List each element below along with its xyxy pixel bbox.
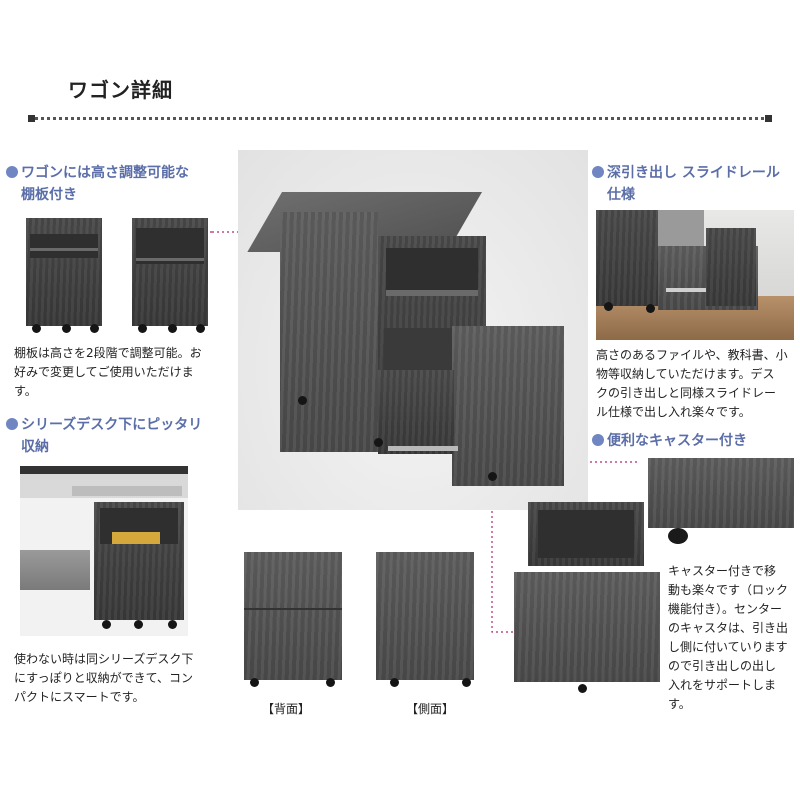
shelf-body: 棚板は高さを2段階で調整可能。お 好みで変更してご使用いただけま す。 [14,344,254,401]
caster-body: キャスター付きで移 動も楽々です（ロック 機能付き）。センター のキャスタは、引… [668,562,798,714]
bullet-icon [6,418,18,430]
shelf-heading: ワゴンには高さ調整可能な 棚板付き [6,162,236,206]
shelf-photo-low [22,214,106,334]
caster-wheel [374,438,383,447]
caster-wheel [134,620,143,629]
caster-wheel [90,324,99,333]
shelf-heading-line2: 棚板付き [21,187,77,203]
shelf-cavity [30,234,98,258]
fit-heading-line2: 収納 [21,439,49,455]
caster-body-line: 機能付き）。センター [668,602,783,616]
shelf-body-line: 好みで変更してご使用いただけま [14,365,194,379]
side-view-label: 【側面】 [406,702,455,716]
fit-body: 使わない時は同シリーズデスク下 にすっぽりと収納ができて、コン パクトにスマート… [14,650,254,707]
shelf-photo-high [128,214,212,334]
desk-side [20,550,90,590]
title-divider [28,115,772,122]
wagon-side-panel [376,552,474,680]
back-panel-seam [244,608,342,610]
caster-wheel [390,678,399,687]
desk-drawer [72,486,182,496]
wagon-shelf-board [386,290,478,296]
caster-heading: 便利なキャスター付き [592,430,798,452]
drawer-body: 高さのあるファイルや、教科書、小 物等収納していただけます。デス クの引き出しと… [596,346,800,422]
caster-wheel [298,396,307,405]
caster-wheel [326,678,335,687]
shelf-body-line: す。 [14,384,37,398]
caster-wheel [138,324,147,333]
bullet-icon [6,166,18,178]
caster-body-line: のキャスタは、引き出 [668,621,789,635]
page-title: ワゴン詳細 [68,78,173,102]
drawer-front [514,572,660,682]
wagon-base [648,458,794,528]
drawer-body-line: クの引き出しと同様スライドレー [596,386,777,400]
wagon-back-panel [244,552,342,680]
back-view-label: 【背面】 [262,702,311,716]
caster-body-line: す。 [668,697,691,711]
shelf-heading-line1: ワゴンには高さ調整可能な [21,165,189,181]
side-view-photo [376,552,474,688]
fit-body-line: 使わない時は同シリーズデスク下 [14,652,194,666]
divider-endcap-right [765,115,772,122]
caster-heading-text: 便利なキャスター付き [607,433,747,449]
bullet-icon [592,166,604,178]
back-view-photo [244,552,342,688]
caster-body-line: 入れをサポートしま [668,678,777,692]
caster-wheel [250,678,259,687]
drawer-heading-line1: 深引き出し スライドレール [607,165,780,181]
fit-body-line: にすっぽりと収納ができて、コン [14,671,194,685]
desk-photo [20,466,188,636]
slide-rail [388,446,458,451]
fit-heading: シリーズデスク下にピッタリ 収納 [6,414,246,458]
wagon-cavity [538,510,634,558]
wagon-body [596,210,658,306]
drawer-photo [596,210,794,340]
caster-wheel [462,678,471,687]
caster-closeup-photo [648,458,794,544]
wagon-side-panel [280,212,378,452]
drawer-body-line: 高さのあるファイルや、教科書、小 [596,348,788,362]
caster-body-line: ので引き出しの出し [668,659,777,673]
caster-wheel [646,304,655,313]
drawer-body-line: ル仕様で出し入れ楽々です。 [596,405,751,419]
caster-wheel-large [668,528,688,544]
wagon-open-shelf [386,248,478,290]
bullet-icon [592,434,604,446]
book-box [112,532,160,544]
caster-body-line: 動も楽々です（ロック [668,583,789,597]
caster-wheel [488,472,497,481]
shelf-board [136,258,204,261]
caster-wheel [196,324,205,333]
drawer-heading-line2: 仕様 [607,187,635,203]
guide-line-center-caster [491,481,515,633]
caster-body-line: し側に付いていります [668,640,788,654]
fit-body-line: パクトにスマートです。 [14,690,145,704]
main-wagon-photo [238,150,588,510]
caster-body-line: キャスター付きで移 [668,564,777,578]
caster-wheel [578,684,587,693]
caster-wheel [168,324,177,333]
desk-top [20,466,188,474]
shelf-board [30,248,98,251]
drawer-heading: 深引き出し スライドレール 仕様 [592,162,798,206]
drawer-body-line: 物等収納していただけます。デス [596,367,775,381]
drawer-front [452,326,564,486]
caster-wheel [62,324,71,333]
shelf-body-line: 棚板は高さを2段階で調整可能。お [14,346,202,360]
caster-wheel [32,324,41,333]
caster-wheel [102,620,111,629]
divider-endcap-left [28,115,35,122]
slide-rail [666,288,718,292]
fit-heading-line1: シリーズデスク下にピッタリ [21,417,203,433]
caster-wheel [168,620,177,629]
wagon-front-photo [514,496,660,696]
drawer-side [378,370,454,454]
drawer-front [706,228,756,306]
caster-wheel [604,302,613,311]
